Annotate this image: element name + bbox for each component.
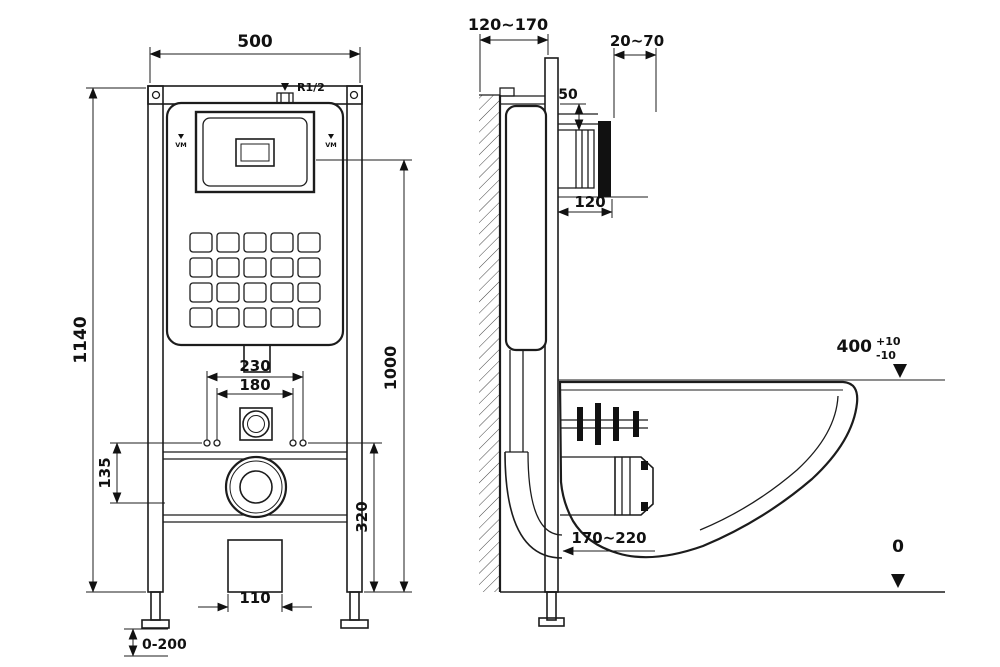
fixing-flange-icon — [577, 407, 583, 441]
wall-section — [479, 87, 545, 592]
dim-frame-width: 500 — [237, 32, 273, 52]
dim-bowl-height-tol-minus: -10 — [876, 349, 896, 362]
dim-plate-height: 1000 — [381, 346, 400, 391]
dim-foot-adjust: 0-200 — [142, 637, 187, 653]
fixing-flange-icon — [613, 407, 619, 441]
front-view: R1/2 VM VM — [71, 32, 412, 657]
fixing-flange-icon — [633, 411, 639, 437]
cistern-access-grid — [189, 232, 321, 328]
dim-cistern-depth: 120 — [574, 193, 605, 211]
flush-plate-edge — [598, 121, 611, 197]
cistern-side — [504, 104, 648, 352]
right-foot — [349, 591, 360, 621]
toilet-bowl-profile — [558, 379, 945, 559]
flush-plate — [194, 110, 316, 194]
left-foot — [150, 591, 161, 621]
dim-frame-height: 1140 — [71, 316, 91, 363]
drain-opening — [224, 455, 288, 519]
logo-text-left: VM — [175, 141, 187, 149]
mount-hole-left-icon — [151, 90, 161, 100]
supply-connection-box — [239, 407, 273, 441]
logo-text-right: VM — [325, 141, 337, 149]
dim-bowl-height: 400 — [837, 337, 873, 357]
pipework-side — [504, 350, 563, 559]
waste-connector — [614, 456, 654, 516]
floor-arrow-icon — [891, 574, 905, 588]
dim-top-clearance: 50 — [558, 87, 578, 103]
logo-mark-right-icon — [328, 134, 334, 139]
level-arrow-icon — [893, 364, 907, 378]
front-dimensions: 500 1140 1000 320 135 230 — [71, 32, 412, 657]
dim-outlet-width: 110 — [239, 589, 270, 607]
outlet-guide-box — [227, 539, 283, 593]
flush-button — [235, 138, 275, 167]
dim-frame-depth: 120~170 — [468, 15, 548, 34]
logo-mark-left-icon — [178, 134, 184, 139]
fixing-flange-icon — [595, 403, 601, 445]
inlet-thread-label: R1/2 — [297, 81, 325, 94]
flush-bend-front — [243, 344, 271, 373]
fixing-points — [203, 407, 307, 519]
side-foot — [546, 591, 557, 621]
side-view: 120~170 20~70 50 120 400 +10 -10 170~220 — [468, 15, 945, 627]
dim-bolt-spacing-outer: 230 — [239, 357, 270, 375]
dim-bolt-spacing-inner: 180 — [239, 376, 270, 394]
cistern-front: VM VM — [165, 101, 345, 373]
dim-bolt-height: 320 — [353, 501, 371, 532]
mount-hole-right-icon — [349, 90, 359, 100]
dim-floor-level: 0 — [892, 537, 904, 557]
dim-bowl-height-tol-plus: +10 — [876, 335, 901, 348]
inlet-arrow-icon — [281, 83, 289, 91]
carrier-frame-front: R1/2 — [141, 81, 369, 629]
dim-left-offset: 135 — [96, 457, 114, 488]
wall-anchor — [499, 87, 515, 97]
dim-outlet-height: 170~220 — [571, 529, 646, 547]
dim-plate-adjust: 20~70 — [610, 32, 664, 50]
side-dimensions: 120~170 20~70 50 120 400 +10 -10 170~220 — [468, 15, 907, 588]
